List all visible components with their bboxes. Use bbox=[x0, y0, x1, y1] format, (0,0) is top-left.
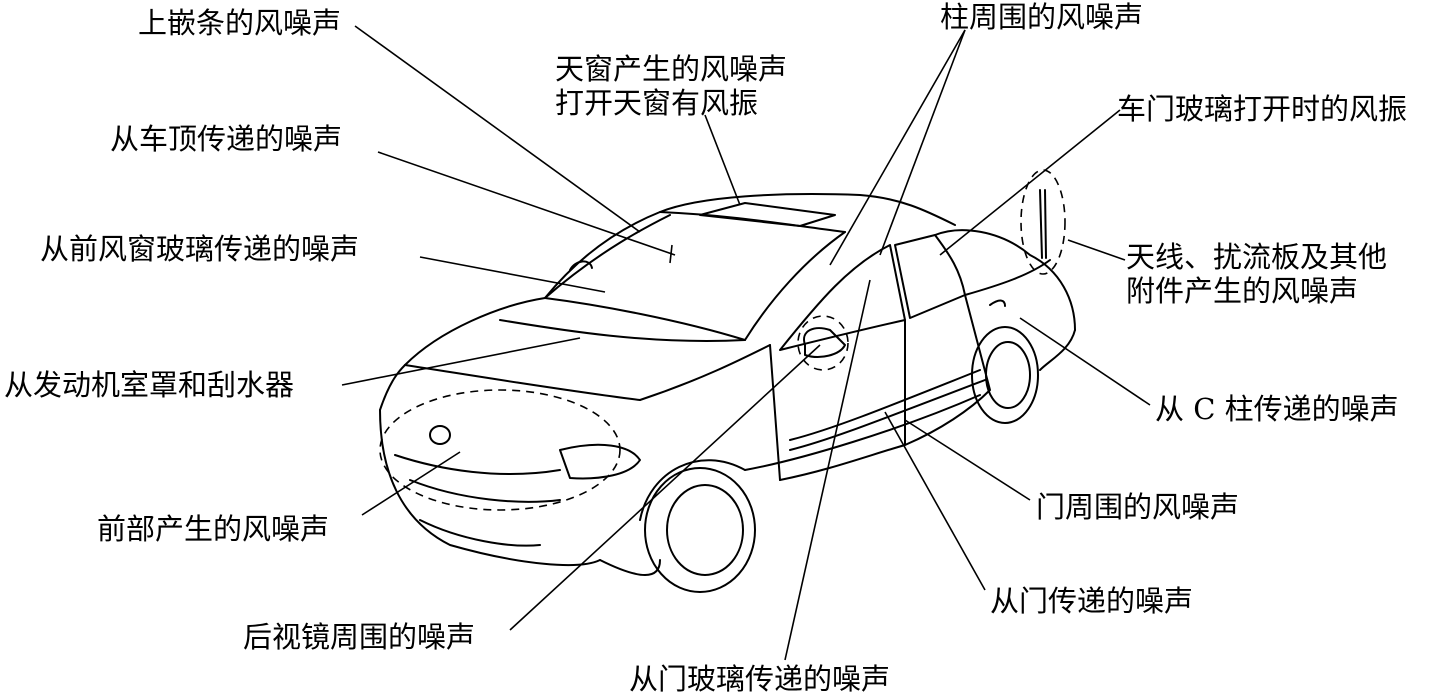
leader-door-glass-open bbox=[940, 110, 1120, 255]
grille-bottom bbox=[410, 480, 560, 502]
c-pillar bbox=[965, 260, 1050, 295]
leader-pillar-b bbox=[880, 30, 965, 255]
front-wheel bbox=[645, 468, 755, 592]
antenna-2 bbox=[1045, 190, 1046, 258]
leader-pillar-a bbox=[830, 30, 965, 265]
car-outline bbox=[380, 190, 1075, 592]
label-hood-wiper: 从发动机室罩和刮水器 bbox=[4, 368, 294, 402]
door-molding bbox=[790, 370, 980, 440]
antenna bbox=[1040, 190, 1042, 258]
front-region-outline bbox=[380, 390, 620, 510]
label-antenna-2: 附件产生的风噪声 bbox=[1126, 274, 1358, 308]
label-mirror: 后视镜周围的噪声 bbox=[243, 620, 475, 654]
label-c-pillar: 从 C 柱传递的噪声 bbox=[1155, 392, 1399, 426]
label-antenna-1: 天线、扰流板及其他 bbox=[1126, 240, 1387, 274]
rear-roof bbox=[935, 230, 1075, 330]
hood-front bbox=[405, 365, 640, 400]
rear-rim bbox=[986, 342, 1030, 408]
label-windshield: 从前风窗玻璃传递的噪声 bbox=[40, 232, 359, 266]
rear-door-window bbox=[895, 235, 965, 318]
leader-front bbox=[362, 452, 460, 515]
rear-door-panel bbox=[905, 295, 990, 445]
grille-top bbox=[395, 455, 560, 474]
label-door-transmit: 从门传递的噪声 bbox=[990, 584, 1193, 618]
door-front-edge bbox=[770, 345, 780, 480]
windshield-bottom bbox=[545, 298, 745, 340]
headlight bbox=[560, 445, 640, 479]
label-pillar: 柱周围的风噪声 bbox=[940, 0, 1143, 34]
label-door-glass-transmit: 从门玻璃传递的噪声 bbox=[629, 662, 890, 696]
leader-antenna bbox=[1068, 240, 1125, 260]
label-door-glass-open: 车门玻璃打开时的风振 bbox=[1117, 92, 1407, 126]
rear-end bbox=[1040, 330, 1075, 370]
fuel-door bbox=[990, 301, 1005, 306]
front-rim bbox=[667, 485, 743, 575]
leader-roof-tick bbox=[670, 245, 672, 263]
windshield-left bbox=[545, 215, 670, 298]
hood-left bbox=[405, 298, 545, 365]
a-pillar bbox=[745, 232, 845, 340]
front-sill bbox=[600, 560, 660, 575]
leader-c-pillar bbox=[1020, 318, 1150, 405]
antenna-region-outline bbox=[1021, 170, 1065, 274]
label-sunroof-1: 天窗产生的风噪声 bbox=[555, 52, 787, 86]
leader-door-around bbox=[905, 420, 1030, 500]
roof-edge bbox=[660, 212, 845, 232]
roof-line bbox=[545, 194, 955, 298]
label-top-molding: 上嵌条的风噪声 bbox=[138, 6, 341, 40]
leader-roof bbox=[378, 152, 675, 255]
fog-lamp-line bbox=[420, 520, 540, 546]
hood-right bbox=[640, 345, 770, 400]
label-front: 前部产生的风噪声 bbox=[97, 512, 329, 546]
leader-hood bbox=[342, 338, 580, 385]
leader-door-glass bbox=[785, 280, 870, 660]
label-sunroof-2: 打开天窗有风振 bbox=[555, 86, 758, 120]
emblem bbox=[430, 426, 450, 444]
sunroof bbox=[700, 203, 835, 226]
leader-sunroof bbox=[705, 115, 740, 205]
label-roof: 从车顶传递的噪声 bbox=[110, 122, 342, 156]
label-door-around: 门周围的风噪声 bbox=[1036, 490, 1239, 524]
front-corner bbox=[380, 365, 405, 410]
